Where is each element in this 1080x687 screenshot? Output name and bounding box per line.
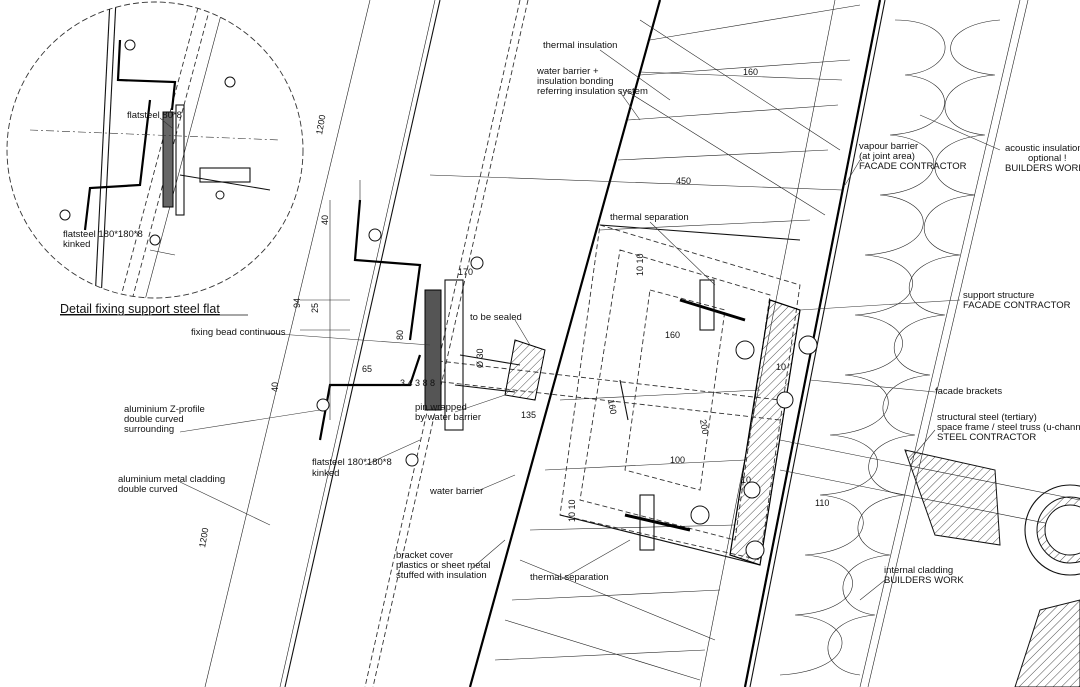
label-thermal-insulation: thermal insulation xyxy=(543,40,617,51)
dim-pin-diameter: Ø 30 xyxy=(475,348,485,368)
label-alu-cladding-2: double curved xyxy=(118,484,178,495)
dim-170: 170 xyxy=(458,267,473,277)
label-structural-steel-1: structural steel (tertiary) xyxy=(937,412,1037,423)
dim-40-top: 40 xyxy=(320,215,330,225)
label-structural-steel-3: STEEL CONTRACTOR xyxy=(937,432,1036,443)
dim-small: 3 4 3 8 8 xyxy=(400,378,435,388)
label-support-structure-1: support structure xyxy=(963,290,1034,301)
dim-10-10-top: 10 10 xyxy=(635,253,645,276)
label-water-barrier: water barrier xyxy=(429,486,483,497)
dimension-texts: 160 450 170 160 40 94 25 80 65 40 3 4 3 … xyxy=(197,67,843,548)
label-bracket-cover-2: plastics or sheet metal xyxy=(396,560,491,571)
label-water-barrier-bonding-3: referring insulation system xyxy=(537,86,648,97)
label-internal-cladding-2: BUILDERS WORK xyxy=(884,575,964,586)
label-alu-z-2: double curved xyxy=(124,414,184,425)
label-vapour-barrier-3: FACADE CONTRACTOR xyxy=(859,161,967,172)
label-vapour-barrier-2: (at joint area) xyxy=(859,151,915,162)
dim-160-mid: 160 xyxy=(665,330,680,340)
dim-r1200-bottom: 1200 xyxy=(197,527,210,548)
detail-circle: flatsteel 80*8 flatsteel 180*180*8 kinke… xyxy=(6,1,304,299)
detail-flatsteel-180-label: flatsteel 180*180*8 xyxy=(63,229,143,240)
dim-40-bot: 40 xyxy=(270,382,280,392)
label-alu-cladding-1: aluminium metal cladding xyxy=(118,474,225,485)
dim-160-top: 160 xyxy=(743,67,758,77)
dim-65: 65 xyxy=(362,364,372,374)
dim-160-vertical: 160 xyxy=(606,399,618,416)
dim-110: 110 xyxy=(815,498,829,508)
label-water-barrier-bonding-2: insulation bonding xyxy=(537,76,614,87)
label-vapour-barrier-1: vapour barrier xyxy=(859,141,918,152)
dim-450: 450 xyxy=(676,176,691,186)
label-facade-brackets: facade brackets xyxy=(935,386,1002,397)
z-profile-assembly xyxy=(300,180,546,467)
label-support-structure-2: FACADE CONTRACTOR xyxy=(963,300,1071,311)
dim-200: 200 xyxy=(698,419,710,436)
label-structural-steel-2: space frame / steel truss (u-channel) xyxy=(937,422,1080,433)
label-pin-2: by water barrier xyxy=(415,412,481,423)
label-thermal-separation-top: thermal separation xyxy=(610,212,689,223)
insulation-hatch xyxy=(494,4,861,681)
label-acoustic-2: optional ! xyxy=(1028,153,1067,164)
label-water-barrier-bonding-1: water barrier + xyxy=(536,66,599,77)
dim-10-c: 10 xyxy=(776,362,786,372)
dim-100: 100 xyxy=(670,455,685,465)
leader-lines xyxy=(179,49,1001,601)
dim-94: 94 xyxy=(292,298,302,308)
label-pin-1: pin wrapped xyxy=(415,402,467,413)
dim-25: 25 xyxy=(310,303,320,313)
acoustic-insulation-loops xyxy=(779,19,1001,676)
detail-title: Detail fixing support steel flat xyxy=(60,302,220,316)
label-bracket-cover-3: stuffed with insulation xyxy=(396,570,487,581)
dim-80: 80 xyxy=(395,330,405,340)
label-acoustic-3: BUILDERS WORK xyxy=(1005,163,1080,174)
label-flatsteel-main-1: flatsteel 180*180*8 xyxy=(312,457,392,468)
dim-10-10-bottom: 10 10 xyxy=(567,499,577,522)
label-internal-cladding-1: internal cladding xyxy=(884,565,953,576)
annotations: thermal insulation water barrier + insul… xyxy=(118,40,1080,586)
label-bracket-cover-1: bracket cover xyxy=(396,550,453,561)
label-alu-z-3: surrounding xyxy=(124,424,174,435)
detail-flatsteel-kinked-label: kinked xyxy=(63,239,90,250)
label-acoustic-1: acoustic insulation xyxy=(1005,143,1080,154)
label-thermal-separation-bottom: thermal separation xyxy=(530,572,609,583)
dim-135: 135 xyxy=(521,410,536,420)
structural-steel xyxy=(779,439,1080,687)
label-flatsteel-main-2: kinked xyxy=(312,468,339,479)
dim-10-d: 10 xyxy=(741,475,751,485)
label-fixing-bead: fixing bead continuous xyxy=(191,327,286,338)
label-to-be-sealed: to be sealed xyxy=(470,312,522,323)
label-alu-z-1: aluminium Z-profile xyxy=(124,404,205,415)
dim-r1200-top: 1200 xyxy=(314,114,327,135)
bracket-assembly xyxy=(424,224,818,566)
detail-flatsteel-80-label: flatsteel 80*8 xyxy=(127,110,182,121)
